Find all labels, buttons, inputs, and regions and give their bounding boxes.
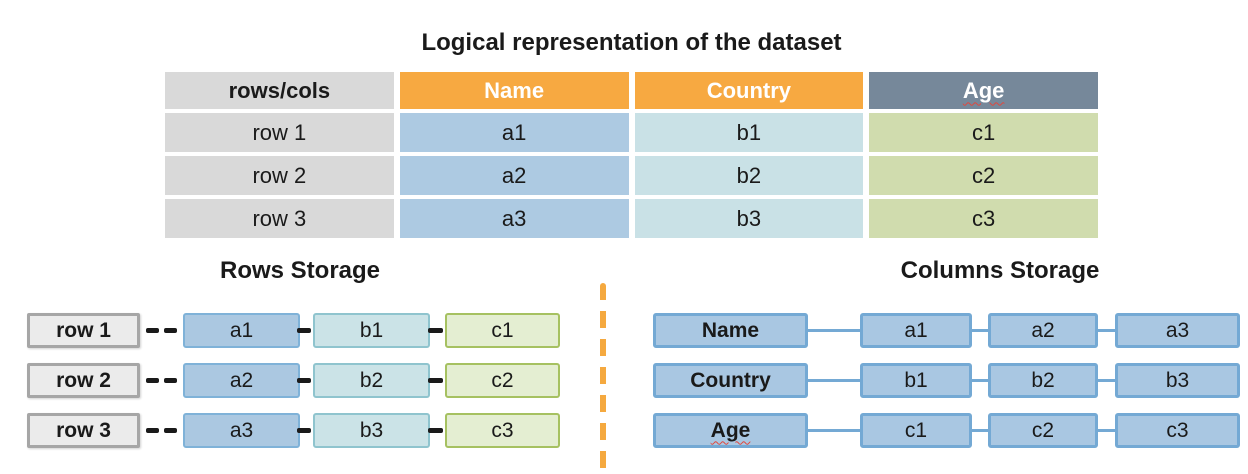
dash-connector xyxy=(146,378,159,383)
value-box: b2 xyxy=(313,363,430,398)
value-box: a1 xyxy=(183,313,300,348)
logical-table: rows/cols Name Country Age row 1 a1 b1 c… xyxy=(165,72,1098,238)
table-cell-age: c3 xyxy=(869,199,1098,238)
line-connector xyxy=(970,429,990,432)
line-connector xyxy=(1096,379,1117,382)
value-box: b3 xyxy=(1115,363,1240,398)
table-cell-age: c2 xyxy=(869,156,1098,195)
columns-storage-row: Name a1 a2 a3 xyxy=(0,313,1248,348)
value-box: b3 xyxy=(313,413,430,448)
value-box: b2 xyxy=(988,363,1098,398)
table-header-name: Name xyxy=(399,72,629,109)
table-cell-country: b2 xyxy=(634,156,864,195)
dash-connector xyxy=(428,328,443,333)
table-header-age-label: Age xyxy=(962,77,1005,103)
value-box: c2 xyxy=(445,363,560,398)
dash-connector xyxy=(146,428,159,433)
row-label-box: row 3 xyxy=(27,413,140,448)
table-row-label: row 2 xyxy=(165,156,394,195)
table-cell-name: a1 xyxy=(399,113,629,152)
value-box: a2 xyxy=(183,363,300,398)
table-cell-country: b1 xyxy=(634,113,864,152)
line-connector xyxy=(806,329,862,332)
line-connector xyxy=(1096,329,1117,332)
column-label-box: Name xyxy=(653,313,808,348)
line-connector xyxy=(806,429,862,432)
line-connector xyxy=(806,379,862,382)
dash-connector xyxy=(164,378,177,383)
line-connector xyxy=(1096,429,1117,432)
line-connector xyxy=(970,329,990,332)
rows-storage-row: row 3 a3 b3 c3 xyxy=(0,413,1248,448)
dash-connector xyxy=(428,378,443,383)
value-box: b1 xyxy=(860,363,972,398)
value-box: c1 xyxy=(860,413,972,448)
table-cell-age: c1 xyxy=(869,113,1098,152)
dash-connector xyxy=(297,428,311,433)
table-header-country: Country xyxy=(634,72,864,109)
value-box: c3 xyxy=(1115,413,1240,448)
rows-storage-title: Rows Storage xyxy=(219,257,381,284)
table-header-rows-cols: rows/cols xyxy=(165,72,394,109)
value-box: c3 xyxy=(445,413,560,448)
dash-connector xyxy=(164,328,177,333)
table-row-label: row 1 xyxy=(165,113,394,152)
line-connector xyxy=(970,379,990,382)
table-header-age: Age xyxy=(869,72,1098,109)
column-label-box: Country xyxy=(653,363,808,398)
section-divider-dashed-line xyxy=(600,283,606,474)
value-box: c1 xyxy=(445,313,560,348)
row-label-box: row 2 xyxy=(27,363,140,398)
columns-storage-title: Columns Storage xyxy=(900,257,1100,284)
table-cell-name: a2 xyxy=(399,156,629,195)
row-label-box: row 1 xyxy=(27,313,140,348)
columns-storage-row: Age c1 c2 c3 xyxy=(0,413,1248,448)
dash-connector xyxy=(297,328,311,333)
value-box: c2 xyxy=(988,413,1098,448)
logical-table-title: Logical representation of the dataset xyxy=(421,29,842,56)
column-label-age: Age xyxy=(710,418,751,442)
columns-storage-row: Country b1 b2 b3 xyxy=(0,363,1248,398)
value-box: b1 xyxy=(313,313,430,348)
table-row-label: row 3 xyxy=(165,199,394,238)
value-box: a2 xyxy=(988,313,1098,348)
column-label-box: Age xyxy=(653,413,808,448)
dash-connector xyxy=(146,328,159,333)
rows-storage-row: row 2 a2 b2 c2 xyxy=(0,363,1248,398)
dash-connector xyxy=(164,428,177,433)
table-cell-country: b3 xyxy=(634,199,864,238)
value-box: a1 xyxy=(860,313,972,348)
value-box: a3 xyxy=(1115,313,1240,348)
dash-connector xyxy=(297,378,311,383)
rows-storage-row: row 1 a1 b1 c1 xyxy=(0,313,1248,348)
dash-connector xyxy=(428,428,443,433)
table-cell-name: a3 xyxy=(399,199,629,238)
